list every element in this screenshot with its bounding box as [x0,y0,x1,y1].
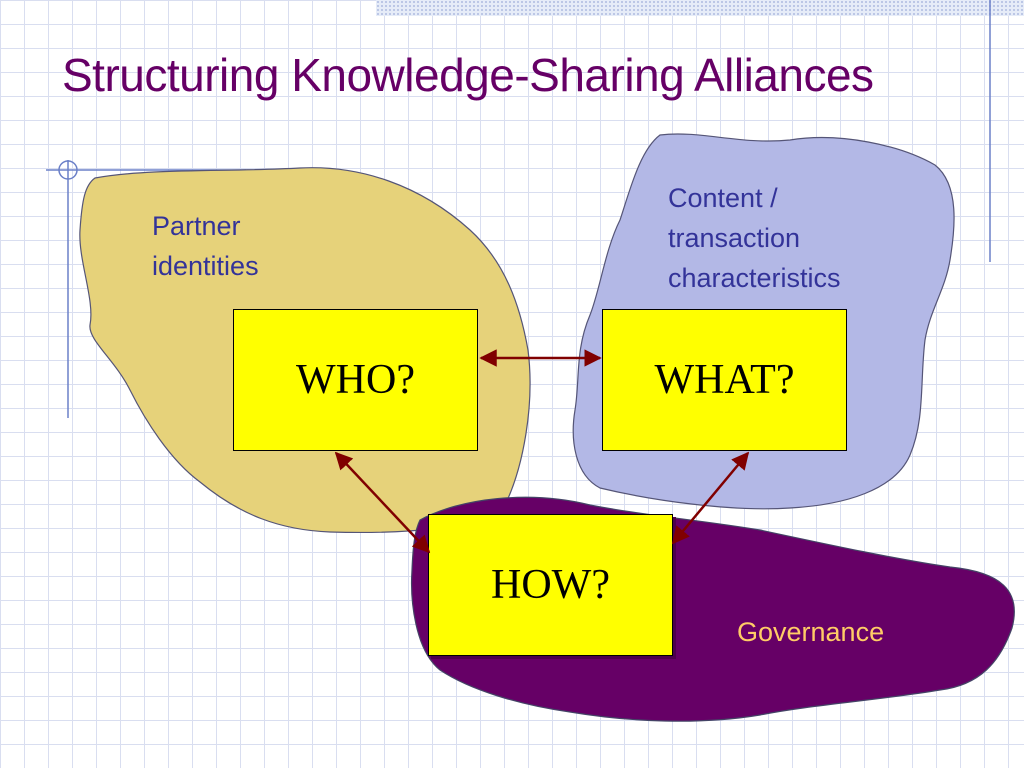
who-box: WHO? [233,309,478,451]
what-how-arrow [671,451,750,545]
rule-circle [58,160,78,180]
how-box: HOW? [428,514,673,656]
how-box-label: HOW? [491,562,610,608]
content-transaction-label: Content / transaction characteristics [668,183,841,293]
what-box-label: WHAT? [654,357,795,403]
governance-label: Governance [737,617,885,647]
top-decorative-bar [376,0,1024,16]
slide-title: Structuring Knowledge-Sharing Alliances [62,49,874,101]
who-how-arrow [334,451,431,554]
who-box-label: WHO? [296,357,415,403]
what-box: WHAT? [602,309,847,451]
partner-identities-label: Partner identities [152,211,259,281]
